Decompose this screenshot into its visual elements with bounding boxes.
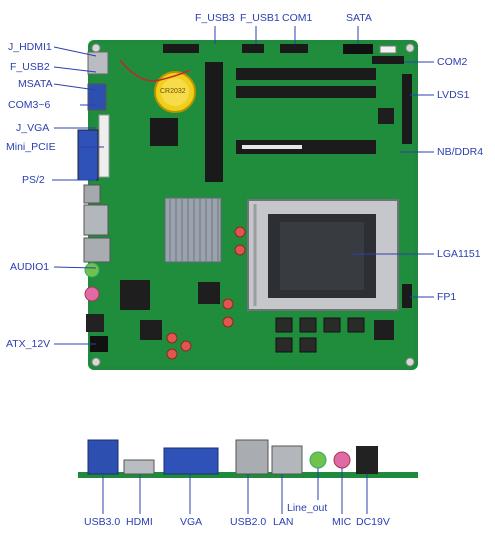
label-f-usb1: F_USB1 xyxy=(240,12,280,24)
label-audio1: AUDIO1 xyxy=(10,261,50,273)
label-lvds1: LVDS1 xyxy=(437,89,470,101)
battery-marking: CR2032 xyxy=(160,88,186,95)
battery-wire xyxy=(119,59,191,82)
label-hdmi: HDMI xyxy=(126,516,153,528)
label-mic: MIC xyxy=(332,516,352,528)
cmos-battery-inner xyxy=(161,78,189,106)
label-msata: MSATA xyxy=(18,78,53,90)
label-com3-6: COM3~6 xyxy=(8,99,51,111)
label-lga1151: LGA1151 xyxy=(437,248,481,260)
label-f-usb2: F_USB2 xyxy=(10,61,50,73)
label-j-vga: J_VGA xyxy=(16,122,50,134)
mount-hole xyxy=(91,43,101,53)
label-j-hdmi1: J_HDMI1 xyxy=(8,41,52,53)
sata-connector xyxy=(343,44,373,54)
label-lan: LAN xyxy=(273,516,294,528)
mini-pcie-slot xyxy=(205,62,223,182)
ps2-port-board xyxy=(83,184,101,204)
io-line-out xyxy=(309,451,327,469)
io-usb2 xyxy=(235,439,269,475)
lan-port-board xyxy=(83,204,109,236)
ddr4-slot-3 xyxy=(236,140,376,154)
io-hdmi xyxy=(123,459,155,475)
label-usb20: USB2.0 xyxy=(230,516,267,528)
label-nb-ddr4: NB/DDR4 xyxy=(437,146,484,158)
label-f-usb3: F_USB3 xyxy=(195,12,235,24)
audio-green-board xyxy=(84,262,100,278)
label-atx-12v: ATX_12V xyxy=(6,338,51,350)
io-mic xyxy=(333,451,351,469)
fp1-header xyxy=(402,284,412,308)
com2-header xyxy=(372,56,404,64)
ddr4-slot-2 xyxy=(236,86,376,98)
heatsink-fins xyxy=(169,198,219,262)
f-usb1-header xyxy=(242,44,264,53)
com1-header xyxy=(280,44,308,53)
label-ps2: PS/2 xyxy=(22,174,45,186)
ddr4-label-strip xyxy=(242,145,302,149)
audio-pink-board xyxy=(84,286,100,302)
capacitors xyxy=(166,226,246,360)
hdmi-port-board xyxy=(87,51,109,75)
dc-jack-board xyxy=(86,314,104,332)
vrm-chokes xyxy=(275,317,365,353)
io-lan xyxy=(271,445,303,475)
vga-port-board xyxy=(77,129,99,181)
atx-12v-connector xyxy=(90,336,108,352)
label-vga: VGA xyxy=(180,516,203,528)
label-fp1: FP1 xyxy=(437,291,457,303)
ddr4-slot-1 xyxy=(236,68,376,80)
label-sata: SATA xyxy=(346,12,372,24)
io-dc19v xyxy=(356,446,378,474)
label-com2: COM2 xyxy=(437,56,468,68)
msata-slot xyxy=(150,118,178,146)
chipset-heatsink xyxy=(164,197,222,263)
usb-port-board xyxy=(87,83,107,111)
label-line-out: Line_out xyxy=(287,502,328,514)
label-mini-pcie: Mini_PCIE xyxy=(6,141,56,153)
mount-hole xyxy=(405,43,415,53)
label-usb30: USB3.0 xyxy=(84,516,121,528)
f-usb3-header xyxy=(163,44,199,53)
leader-lines xyxy=(52,26,434,514)
misc-chips xyxy=(120,108,394,340)
io-usb3 xyxy=(87,439,119,475)
mount-hole xyxy=(405,357,415,367)
io-vga xyxy=(163,447,219,475)
label-dc19v: DC19V xyxy=(356,516,390,528)
white-slot xyxy=(98,114,110,178)
lvds-header xyxy=(402,74,412,144)
mount-hole xyxy=(91,357,101,367)
label-com1: COM1 xyxy=(282,12,313,24)
usb2-port-board xyxy=(83,237,111,263)
small-header xyxy=(379,45,397,54)
lga1151-cover xyxy=(280,222,364,290)
